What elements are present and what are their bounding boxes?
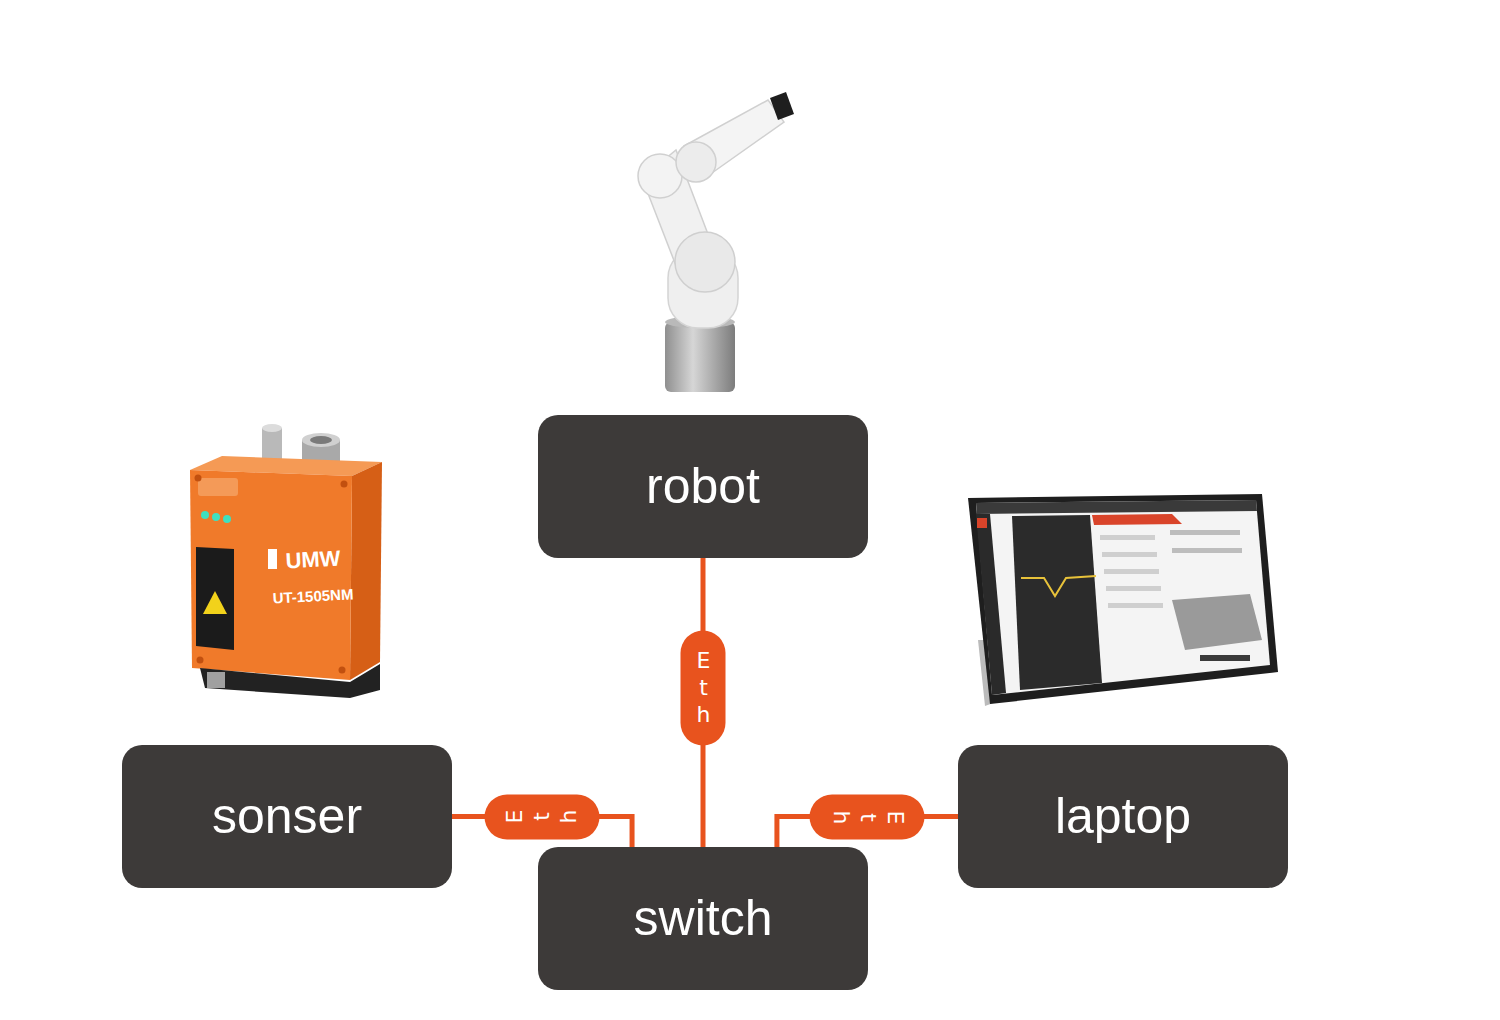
sensor-port-hole	[310, 436, 332, 444]
device-box: switch	[538, 847, 868, 990]
device-box: robot	[538, 415, 868, 558]
tablet-illustration	[968, 494, 1278, 706]
cable-label-pill: Eth	[681, 631, 726, 746]
form-row	[1100, 535, 1155, 540]
form-row	[1106, 586, 1161, 591]
screw	[339, 667, 346, 674]
form-row	[1102, 552, 1157, 557]
sensor-port-top	[302, 433, 340, 447]
product-marking: UMW	[285, 546, 341, 575]
screen-title-bar	[976, 500, 1257, 514]
screen-toolbar	[976, 514, 1006, 695]
warning-panel	[196, 547, 234, 650]
laser-warning-sign	[203, 591, 227, 614]
robot-base	[665, 322, 735, 392]
part-preview	[1172, 594, 1262, 650]
status-led	[223, 515, 231, 523]
sensor-illustration	[190, 424, 382, 698]
device-box: laptop	[958, 745, 1288, 888]
sensor-side-face	[350, 462, 382, 680]
form-row	[1172, 548, 1242, 553]
device-name: robot	[646, 459, 760, 514]
cable-label-pill: Eth	[485, 794, 600, 839]
sensor-base	[200, 664, 380, 698]
screw	[197, 657, 204, 664]
robot-illustration	[638, 92, 794, 392]
form-row	[1104, 569, 1159, 574]
device-box: sonser	[122, 745, 452, 888]
status-led	[212, 513, 220, 521]
brand-logo	[268, 549, 277, 569]
form-row	[1108, 603, 1163, 608]
action-button	[1200, 655, 1250, 661]
tablet-frame	[968, 494, 1278, 704]
robot-wrist-joint	[676, 142, 716, 182]
toolbar-button	[977, 518, 987, 528]
form-row	[1170, 530, 1240, 535]
sensor-window	[198, 478, 238, 496]
robot-tool-flange	[770, 92, 794, 120]
cable-label: Eth	[502, 806, 583, 828]
tab-bar	[1092, 514, 1182, 525]
device-name: sonser	[212, 789, 362, 844]
cable-label: Eth	[692, 648, 714, 729]
tablet-screen	[976, 500, 1270, 695]
profile-chart	[1012, 515, 1102, 690]
screw	[341, 481, 348, 488]
cable-label: Eth	[827, 806, 908, 828]
product-marking-text: UMW	[285, 546, 341, 574]
screw	[195, 475, 202, 482]
sensor-mount-tab	[207, 672, 225, 688]
device-name: laptop	[1055, 789, 1191, 844]
sensor-connector-top	[262, 424, 282, 432]
cable-label-pill: Eth	[810, 794, 925, 839]
sensor-front-face	[190, 470, 352, 680]
device-name: switch	[634, 891, 773, 946]
profile-line	[1021, 576, 1096, 596]
robot-elbow-joint	[675, 232, 735, 292]
status-led	[201, 511, 209, 519]
